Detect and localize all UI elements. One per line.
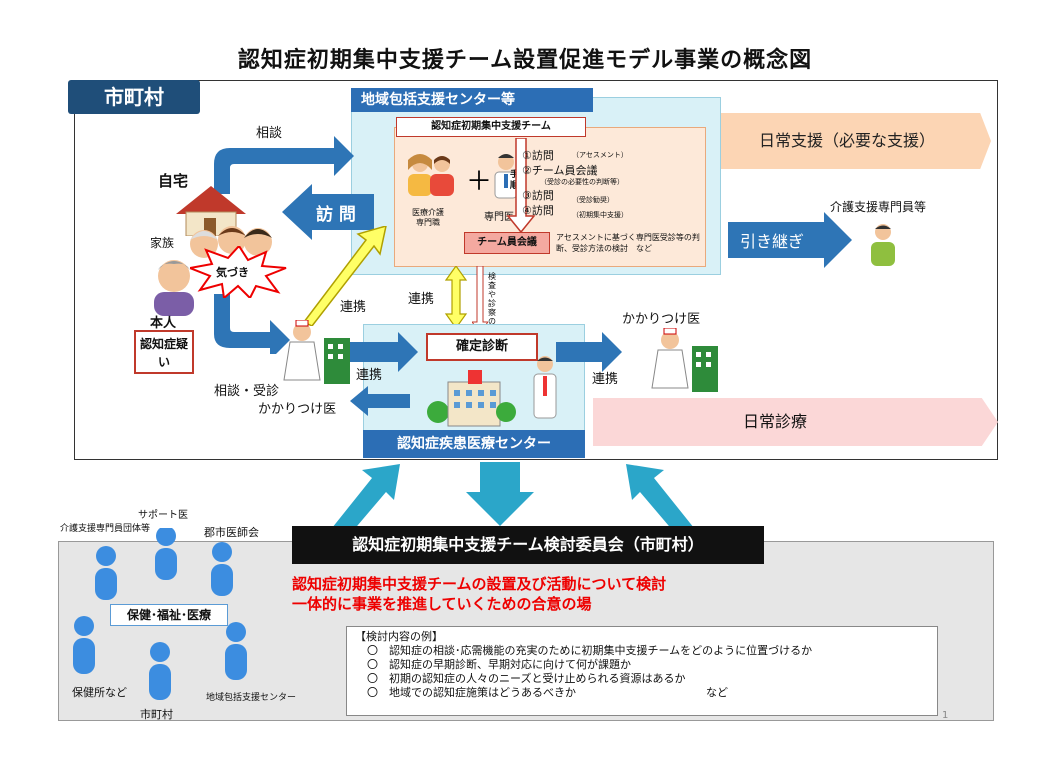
stakeholder-figures-icon	[73, 528, 247, 700]
diagnosis-box: 確定診断	[426, 333, 538, 361]
consult-gp-label: 相談・受診	[214, 384, 280, 399]
return-arrow-icon	[350, 386, 410, 416]
visit-label: 訪 問	[316, 205, 356, 225]
svg-text:＋: ＋	[466, 167, 492, 197]
notice-burst-icon	[190, 246, 287, 298]
city-label: 市町村	[140, 708, 173, 721]
procedure-label: 手順	[510, 170, 520, 191]
meeting-note: アセスメントに基づく専門医受診等の判断、受診方法の検討 など	[556, 233, 700, 253]
support-doctor-label: サポート医	[138, 510, 188, 521]
cooperation-label-c: 連携	[356, 368, 383, 383]
care-manager-icon	[871, 224, 895, 266]
care-manager-label: 介護支援専門員等	[830, 200, 927, 214]
care-group-label: 介護支援専門員団体等	[60, 524, 151, 534]
family-label: 家族	[150, 236, 175, 250]
handover-label: 引き継ぎ	[740, 232, 805, 251]
specialist-doctor-icon	[533, 356, 557, 419]
consult-flow-icon	[214, 136, 354, 354]
step-4-sub: （初期集中支援）	[572, 211, 628, 219]
gp-label-right: かかりつけ医	[622, 312, 701, 327]
purpose-line-2: 一体的に事業を推進していくための合意の場	[292, 595, 592, 613]
team-label: 認知症初期集中支援チーム	[396, 117, 586, 137]
team-people-icon: ＋	[408, 154, 518, 199]
steps-list: ①訪問 （アセスメント） ②チーム員会議 （受診の必要性の判断等） ③訪問 ④訪…	[522, 148, 624, 218]
handover-arrow-icon	[728, 212, 852, 268]
team-box	[394, 127, 706, 267]
med-center-header: 認知症疾患医療センター	[363, 430, 585, 458]
step-2: ②チーム員会議	[522, 164, 598, 177]
home-label: 自宅	[158, 172, 189, 190]
health-center-label: 保健所など	[72, 686, 127, 699]
regional-center-header: 地域包括支援センター等	[351, 88, 593, 112]
referral-arrow-icon	[472, 266, 488, 332]
team-meeting-box: チーム員会議	[464, 232, 550, 254]
exam-etc: など	[706, 686, 728, 699]
discussion-examples: 【検討内容の例】 〇 認知症の相談･応需機能の充実のために初期集中支援チームをど…	[346, 626, 938, 716]
consult-label: 相談	[256, 126, 283, 141]
visit-arrow-icon	[282, 184, 374, 240]
municipality-label: 市町村	[68, 80, 200, 114]
committee-arrows-icon	[332, 462, 694, 532]
procedure-arrow-icon	[506, 138, 536, 234]
cooperation-right-arrow-icon	[350, 332, 418, 372]
specialist-label: 専門医	[484, 212, 514, 223]
suspected-box: 認知症疑い	[134, 330, 194, 374]
cooperation-vertical-icon	[444, 266, 468, 328]
medical-assoc-label: 郡市医師会	[204, 526, 259, 539]
exam-item-1: 〇 認知症の相談･応需機能の充実のために初期集中支援チームをどのように位置づける…	[367, 644, 813, 657]
cooperation-label-a: 連携	[340, 300, 367, 315]
exam-item-4: 〇 地域での認知症施策はどうあるべきかなど	[367, 686, 728, 699]
exam-item-3: 〇 初期の認知症の人々のニーズと受け止められる資源はあるか	[367, 672, 686, 685]
committee-banner: 認知症初期集中支援チーム検討委員会（市町村）	[292, 526, 764, 564]
municipality-frame	[74, 80, 998, 460]
page-number: 1	[942, 710, 949, 721]
step-3-sub: （受診勧奨）	[572, 196, 614, 204]
gp-doctor-icon	[283, 320, 350, 384]
exam-title: 【検討内容の例】	[355, 630, 443, 643]
step-2-sub: （受診の必要性の判断等）	[540, 178, 624, 186]
daily-care-band: 日常診療	[593, 398, 998, 446]
notice-label: 気づき	[216, 266, 249, 279]
exam-item-2: 〇 認知症の早期診断、早期対応に向けて何が課題か	[367, 658, 631, 671]
step-4: ④訪問	[522, 204, 554, 217]
person-icon	[154, 260, 194, 316]
regional-center-label: 地域包括支援センター	[206, 693, 297, 703]
gp-right-doctor-icon	[651, 328, 718, 392]
page-title: 認知症初期集中支援チーム設置促進モデル事業の概念図	[237, 48, 813, 73]
step-3: ③訪問	[522, 189, 554, 202]
daily-support-band: 日常支援（必要な支援）	[721, 113, 991, 169]
committee-purpose: 認知症初期集中支援チームの設置及び活動について検討 一体的に事業を推進していくた…	[292, 574, 666, 614]
health-welfare-medical-label: 保健･福祉･医療	[110, 604, 228, 626]
cooperation-label-b: 連携	[408, 292, 435, 307]
cooperation-label-d: 連携	[592, 372, 619, 387]
step-1: ①訪問	[522, 149, 554, 162]
hospital-icon	[427, 370, 516, 427]
to-gp-arrow-icon	[556, 332, 622, 372]
step-1-sub: （アセスメント）	[572, 151, 628, 159]
person-label: 本人	[150, 316, 177, 331]
cooperation-diagonal-icon	[302, 226, 387, 326]
purpose-line-1: 認知症初期集中支援チームの設置及び活動について検討	[292, 575, 667, 593]
care-professional-label: 医療介護 専門職	[412, 208, 444, 227]
gp-label-left: かかりつけ医	[258, 402, 337, 417]
